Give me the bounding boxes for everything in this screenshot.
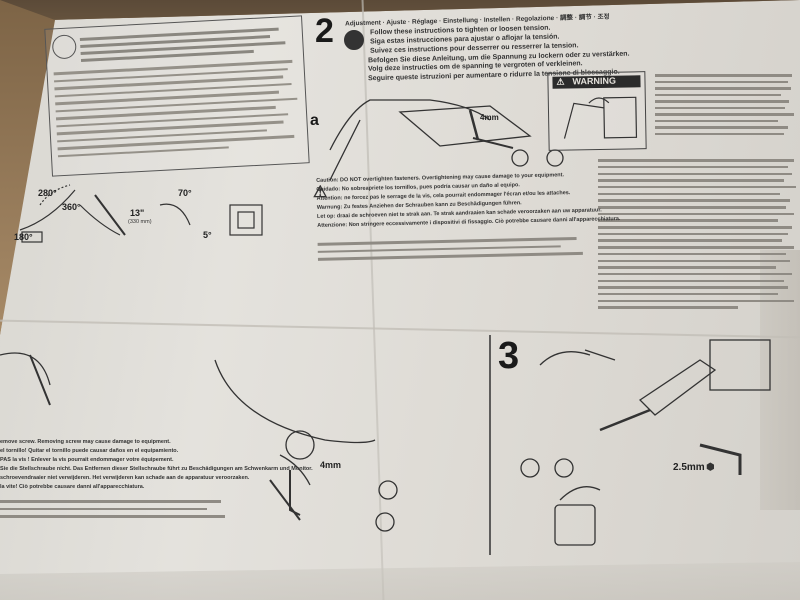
magnifier-icon [344,30,364,50]
tilt-5-label: 5° [203,230,212,240]
caution-triangle-icon: ⚠ [313,184,328,201]
rotation-360-label: 360° [62,202,81,212]
warning-box: ⚠ WARNING [547,71,647,151]
tilt-70-label: 70° [178,188,192,198]
step-3-number: 3 [498,335,520,377]
bottom-tool-size: 4mm [320,460,342,470]
lift-13-label: 13" [130,208,145,218]
lift-mm-label: (330 mm) [128,219,152,225]
rotation-280-label: 280° [38,188,57,198]
hex-icon: ⬢ [706,462,715,473]
substep-a-label: a [310,112,319,129]
step-3-tool-size: 2.5mm [673,462,705,473]
step-2-number: 2 [315,12,334,50]
step-2-tool-size: 4mm [480,113,499,122]
rotation-180-label: 180° [14,232,33,242]
